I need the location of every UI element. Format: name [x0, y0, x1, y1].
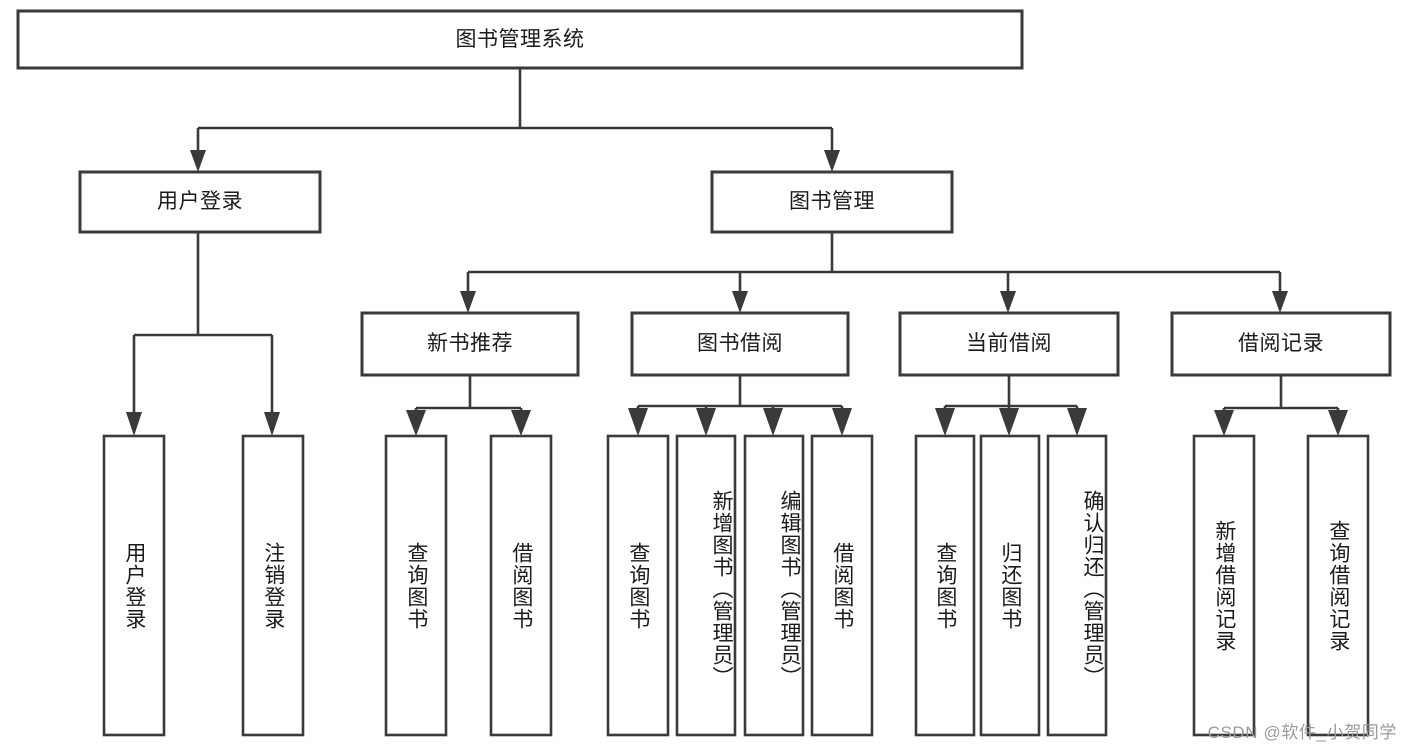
- node-leaf-cb-confirm-return-box[interactable]: [1046, 434, 1108, 737]
- node-leaf-cb-return-book-box[interactable]: [979, 434, 1041, 737]
- node-leaf-br-query-record-box[interactable]: [1306, 434, 1370, 737]
- arrow-to-book-borrow: [732, 291, 748, 313]
- arrow-borrow-record-leaf1: [1214, 410, 1234, 436]
- arrow-to-borrow-record: [1272, 291, 1288, 313]
- node-leaf-user-login-box[interactable]: [102, 434, 166, 737]
- arrow-to-new-book: [460, 291, 476, 313]
- arrow-root-to-book-manage: [824, 150, 840, 172]
- node-leaf-bb-borrow-book-box[interactable]: [810, 434, 874, 737]
- arrow-new-book-leaf2: [511, 410, 531, 436]
- node-borrow-record-box[interactable]: [1170, 311, 1392, 377]
- node-leaf-bb-query-book-box[interactable]: [606, 434, 670, 737]
- node-current-borrow-box[interactable]: [898, 311, 1120, 377]
- arrow-root-to-user-login: [190, 150, 206, 172]
- arrow-to-current-borrow: [1000, 291, 1016, 313]
- arrow-current-borrow-leaf2: [999, 408, 1019, 436]
- node-leaf-br-add-record-box[interactable]: [1192, 434, 1256, 737]
- arrow-current-borrow-leaf3: [1067, 408, 1087, 436]
- arrow-book-borrow-leaf3: [763, 408, 783, 436]
- arrow-book-borrow-leaf2: [696, 408, 716, 436]
- node-root-box[interactable]: [16, 9, 1024, 70]
- node-leaf-bb-edit-book-box[interactable]: [743, 434, 805, 737]
- node-new-book-box[interactable]: [360, 311, 580, 377]
- arrow-new-book-leaf1: [406, 410, 426, 436]
- arrow-borrow-record-leaf2: [1328, 410, 1348, 436]
- arrow-book-borrow-leaf1: [628, 408, 648, 436]
- arrow-user-login-leaf2: [264, 412, 280, 436]
- node-leaf-logout-box[interactable]: [241, 434, 305, 737]
- node-leaf-bb-add-book-box[interactable]: [675, 434, 737, 737]
- node-leaf-nb-query-book-box[interactable]: [384, 434, 448, 737]
- arrow-book-borrow-leaf4: [832, 408, 852, 436]
- arrow-user-login-leaf1: [126, 412, 142, 436]
- node-book-manage-box[interactable]: [710, 170, 954, 234]
- arrow-current-borrow-leaf1: [935, 408, 955, 436]
- node-user-login-box[interactable]: [78, 170, 322, 234]
- node-leaf-cb-query-book-box[interactable]: [914, 434, 976, 737]
- node-leaf-nb-borrow-book-box[interactable]: [489, 434, 553, 737]
- node-book-borrow-box[interactable]: [630, 311, 850, 377]
